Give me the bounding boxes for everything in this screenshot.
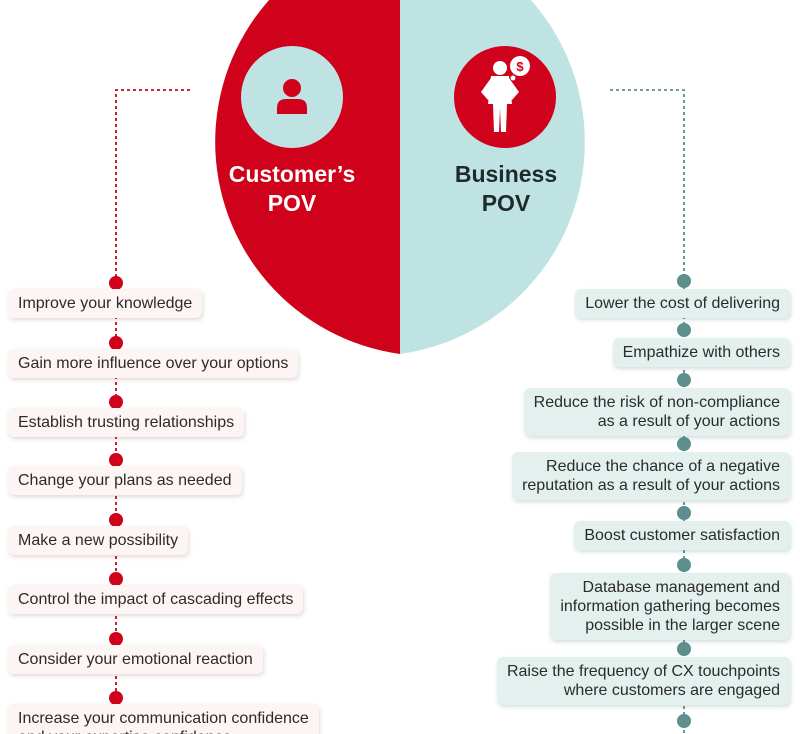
connector-dot <box>677 323 691 337</box>
customer-benefit-card: Establish trusting relationships <box>8 408 245 437</box>
customer-benefit-card: Increase your communication confidence a… <box>8 704 319 734</box>
business-benefit-card: Reduce the risk of non-compliance as a r… <box>523 388 790 436</box>
business-benefit-card: Lower the cost of delivering <box>575 289 790 318</box>
connector-dot <box>677 714 691 728</box>
connector-dot <box>677 373 691 387</box>
customer-benefit-card: Gain more influence over your options <box>8 349 299 378</box>
connector-dot <box>109 572 123 586</box>
customer-pov-title: Customer’s POV <box>228 161 356 216</box>
svg-text:$: $ <box>516 59 524 74</box>
businessman-dollar-icon: $ <box>454 46 556 148</box>
connector-dot <box>109 276 123 290</box>
business-benefit-card: Database management and information gath… <box>550 573 790 640</box>
connector-dot <box>109 453 123 467</box>
connector-dot <box>677 506 691 520</box>
customer-connector-line <box>115 89 190 734</box>
person-icon <box>241 46 343 148</box>
connector-dot <box>109 691 123 705</box>
connector-dot <box>109 336 123 350</box>
customer-connector-dots <box>109 276 123 705</box>
connector-dot <box>109 395 123 409</box>
connector-dot <box>677 642 691 656</box>
business-benefit-card: Raise the frequency of CX touchpoints wh… <box>496 657 790 705</box>
connector-dot <box>109 513 123 527</box>
customer-benefit-card: Change your plans as needed <box>8 466 242 495</box>
customer-benefit-card: Improve your knowledge <box>8 289 203 318</box>
business-pov-title: Business POV <box>454 161 558 216</box>
connector-dot <box>677 558 691 572</box>
connector-dot <box>109 632 123 646</box>
connector-dot <box>677 274 691 288</box>
business-benefit-card: Reduce the chance of a negative reputati… <box>512 452 790 500</box>
customer-benefit-card: Control the impact of cascading effects <box>8 585 304 614</box>
customer-benefit-card: Consider your emotional reaction <box>8 645 263 674</box>
connector-dot <box>677 437 691 451</box>
business-benefit-card: Empathize with others <box>612 338 790 367</box>
business-connector-dots <box>677 274 691 728</box>
business-connector-line <box>610 89 685 734</box>
customer-benefit-card: Make a new possibility <box>8 526 189 555</box>
business-benefit-card: Boost customer satisfaction <box>574 521 790 550</box>
